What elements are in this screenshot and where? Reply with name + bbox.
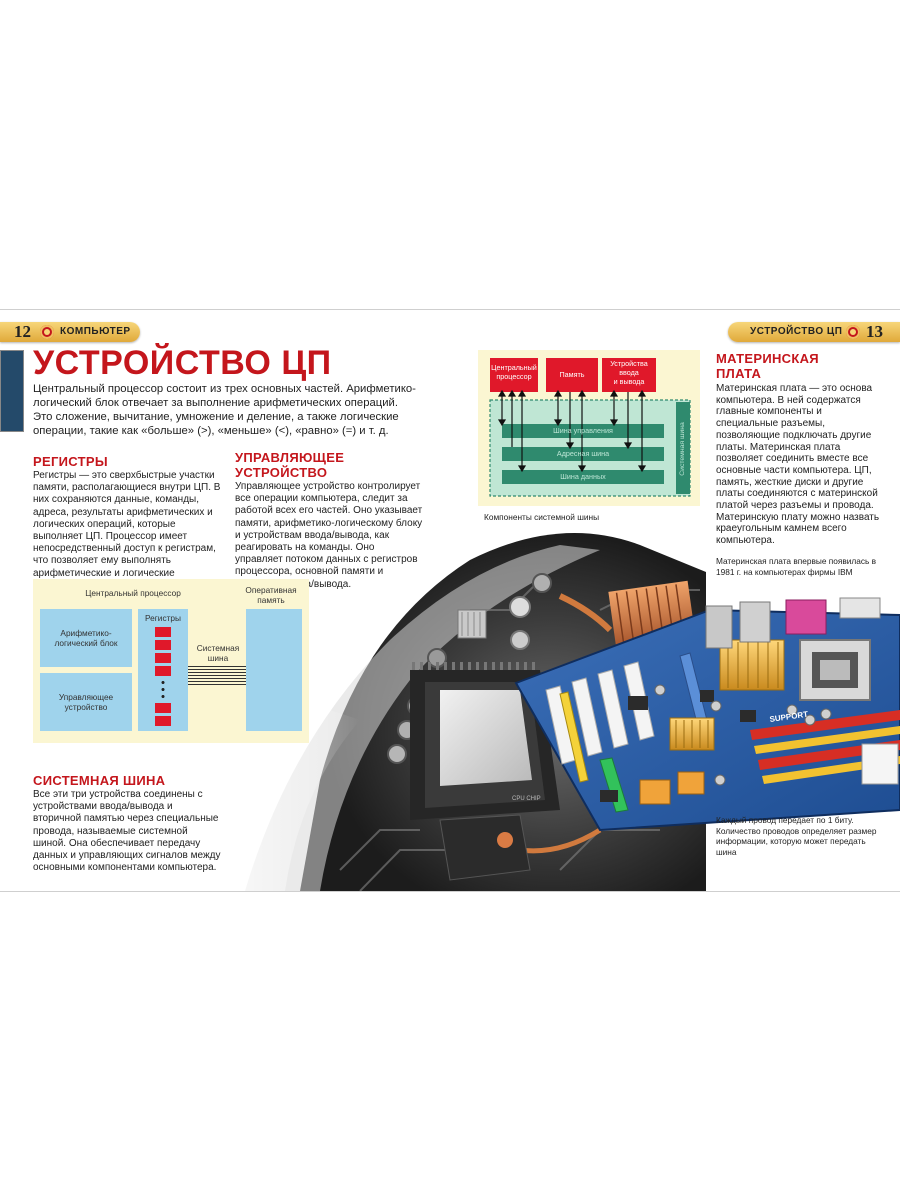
cu-label-line1: Управляющее [58, 692, 114, 702]
control-unit-heading: УПРАВЛЯЮЩЕЕ УСТРОЙСТВО [235, 450, 344, 480]
bus-label-line2: шина [207, 653, 229, 663]
address-bus-label: Адресная шина [556, 449, 610, 458]
bus-cpu-label-line1: Центральный [491, 363, 537, 372]
ram-label-line2: память [257, 595, 285, 605]
motherboard-ibm-caption: Материнская плата впервые появилась в 19… [716, 556, 877, 577]
intro-text: Центральный процессор состоит из трех ос… [33, 383, 416, 437]
motherboard-heading: МАТЕРИНСКАЯ ПЛАТА [716, 351, 819, 381]
motherboard-text: Материнская плата — это основа компьютер… [716, 383, 880, 547]
system-bus-lines [188, 666, 246, 687]
bus-io-label-line2: ввода [619, 368, 639, 377]
left-page-header: 12 КОМПЬЮТЕР [0, 322, 140, 342]
bus-components-diagram: Центральный процессор Память Устройства … [478, 350, 700, 506]
cpu-label: Центральный процессор [85, 588, 181, 598]
page-title: УСТРОЙСТВО ЦП [33, 344, 332, 382]
system-bus-vertical-label: Системная шина [679, 422, 686, 476]
right-page-header: УСТРОЙСТВО ЦП 13 [728, 322, 900, 342]
bus-label-line1: Системная [196, 643, 240, 653]
system-bus-heading: СИСТЕМНАЯ ШИНА [33, 773, 166, 788]
bus-cpu-label: Центральный процессор [490, 363, 538, 381]
book-spread: CPU CHIP [0, 309, 900, 892]
control-unit-block: Управляющее устройство [40, 673, 132, 731]
bus-io-label: Устройства ввода и вывода [602, 359, 656, 386]
gear-icon [40, 325, 54, 339]
ram-block [246, 609, 302, 731]
registers-label: Регистры [145, 613, 181, 623]
register-cell [155, 627, 171, 637]
register-cell [155, 716, 171, 726]
section-name-left: КОМПЬЮТЕР [60, 326, 131, 337]
data-bus-label: Шина данных [560, 472, 606, 481]
alu-label-line1: Арифметико- [60, 628, 112, 638]
gear-icon [846, 325, 860, 339]
control-bus-label: Шина управления [553, 426, 613, 435]
wire-bit-caption: Каждый провод передает по 1 биту. Количе… [716, 815, 877, 857]
control-unit-text: Управляющее устройство контролирует все … [235, 481, 423, 590]
registers-heading: РЕГИСТРЫ [33, 454, 108, 469]
register-cell [155, 640, 171, 650]
bus-diagram-graphics [489, 358, 691, 497]
register-ellipsis [161, 679, 165, 701]
ram-label: Оперативная память [239, 585, 303, 605]
motherboard-heading-line2: ПЛАТА [716, 366, 762, 381]
alu-block: Арифметико- логический блок [40, 609, 132, 667]
svg-text:CPU CHIP: CPU CHIP [512, 796, 541, 802]
register-cell [155, 653, 171, 663]
ram-label-line1: Оперативная [245, 585, 297, 595]
page-number-right: 13 [866, 322, 883, 341]
bus-io-label-line3: и вывода [613, 377, 645, 386]
bus-memory-label: Память [559, 370, 585, 379]
motherboard-heading-line1: МАТЕРИНСКАЯ [716, 351, 819, 366]
cu-label-line2: устройство [64, 702, 108, 712]
register-cell [155, 703, 171, 713]
bus-diagram-caption: Компоненты системной шины [484, 512, 600, 522]
register-cell [155, 666, 171, 676]
control-unit-heading-line1: УПРАВЛЯЮЩЕЕ [235, 450, 345, 465]
cpu-motherboard-illustration: CPU CHIP [225, 533, 900, 891]
system-bus-label: Системная шина [189, 643, 247, 663]
page-number-left: 12 [14, 322, 31, 341]
section-name-right: УСТРОЙСТВО ЦП [750, 326, 843, 337]
control-unit-heading-line2: УСТРОЙСТВО [235, 465, 328, 480]
cpu-diagram: Центральный процессор Оперативная память… [33, 579, 309, 743]
system-bus-text: Все эти три устройства соединены с устро… [33, 789, 221, 874]
edge-photo-thumbnail [0, 350, 24, 432]
bus-io-label-line1: Устройства [610, 359, 648, 368]
bus-cpu-label-line2: процессор [496, 372, 532, 381]
alu-label-line2: логический блок [54, 638, 118, 648]
registers-block: Регистры [138, 609, 188, 731]
